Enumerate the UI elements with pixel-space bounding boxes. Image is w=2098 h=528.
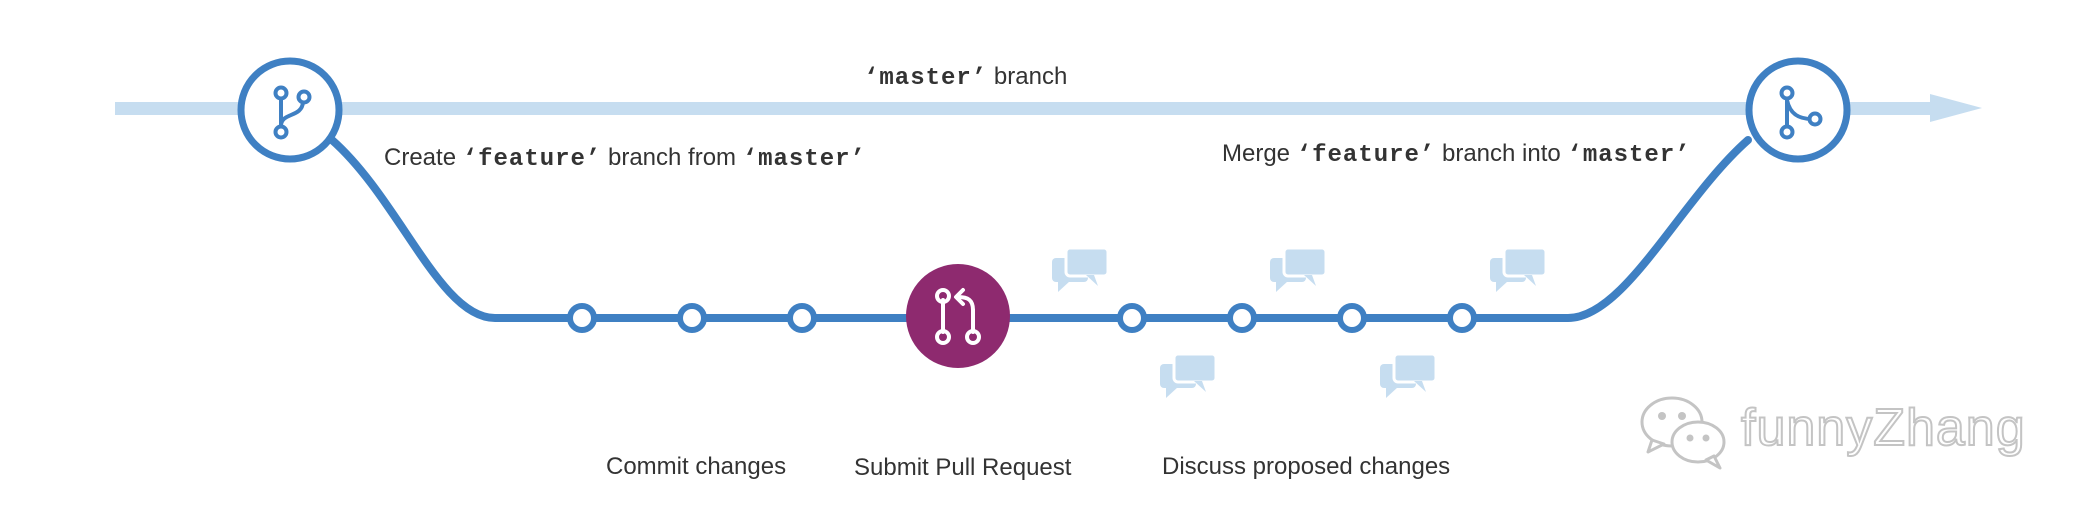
merge-feature-code: ‘feature’	[1296, 142, 1436, 169]
master-branch-label: ‘master’ branch	[864, 65, 1067, 91]
pull-request-node	[906, 264, 1010, 368]
commit-node	[787, 303, 817, 333]
watermark: funnyZhang	[1636, 392, 2056, 472]
create-feature-code: ‘feature’	[462, 146, 602, 173]
commit-node	[567, 303, 597, 333]
create-master-code: ‘master’	[742, 146, 866, 173]
merge-master-code: ‘master’	[1567, 142, 1691, 169]
master-arrow-head	[1930, 94, 1982, 122]
merge-prefix: Merge	[1222, 140, 1297, 167]
feature-branch-line	[328, 136, 1752, 322]
commit-changes-label: Commit changes	[606, 453, 787, 480]
create-branch-label: Create ‘feature’ branch from ‘master’	[384, 146, 866, 172]
comment-discussion-icon	[1270, 246, 1328, 292]
create-prefix: Create	[384, 144, 463, 171]
merge-middle: branch into	[1435, 140, 1568, 167]
discussion-node	[1447, 303, 1477, 333]
submit-pull-request-label: Submit Pull Request	[854, 454, 1072, 481]
master-branch-line	[115, 102, 1945, 115]
master-suffix: branch	[987, 63, 1068, 90]
commit-node	[677, 303, 707, 333]
discuss-changes-label: Discuss proposed changes	[1162, 453, 1451, 480]
master-quote-open: ‘	[864, 65, 880, 92]
discussion-node	[1337, 303, 1367, 333]
comment-discussion-icon	[1490, 246, 1548, 292]
branch-start-node	[237, 57, 343, 163]
comment-discussion-icon	[1380, 352, 1438, 398]
merge-branch-label: Merge ‘feature’ branch into ‘master’	[1222, 142, 1691, 168]
watermark-text: funnyZhang	[1740, 398, 2026, 458]
master-quote-close: ’	[971, 65, 988, 92]
wechat-icon	[1640, 396, 1726, 470]
comment-discussion-icon	[1160, 352, 1218, 398]
comment-discussion-icon	[1052, 246, 1110, 292]
merge-end-node	[1745, 57, 1851, 163]
create-middle: branch from	[601, 144, 743, 171]
pull-request-icon	[935, 288, 981, 345]
master-code: master	[879, 65, 972, 92]
discussion-node	[1117, 303, 1147, 333]
git-branch-icon	[273, 85, 312, 140]
discussion-node	[1227, 303, 1257, 333]
git-merge-icon	[1779, 85, 1823, 140]
